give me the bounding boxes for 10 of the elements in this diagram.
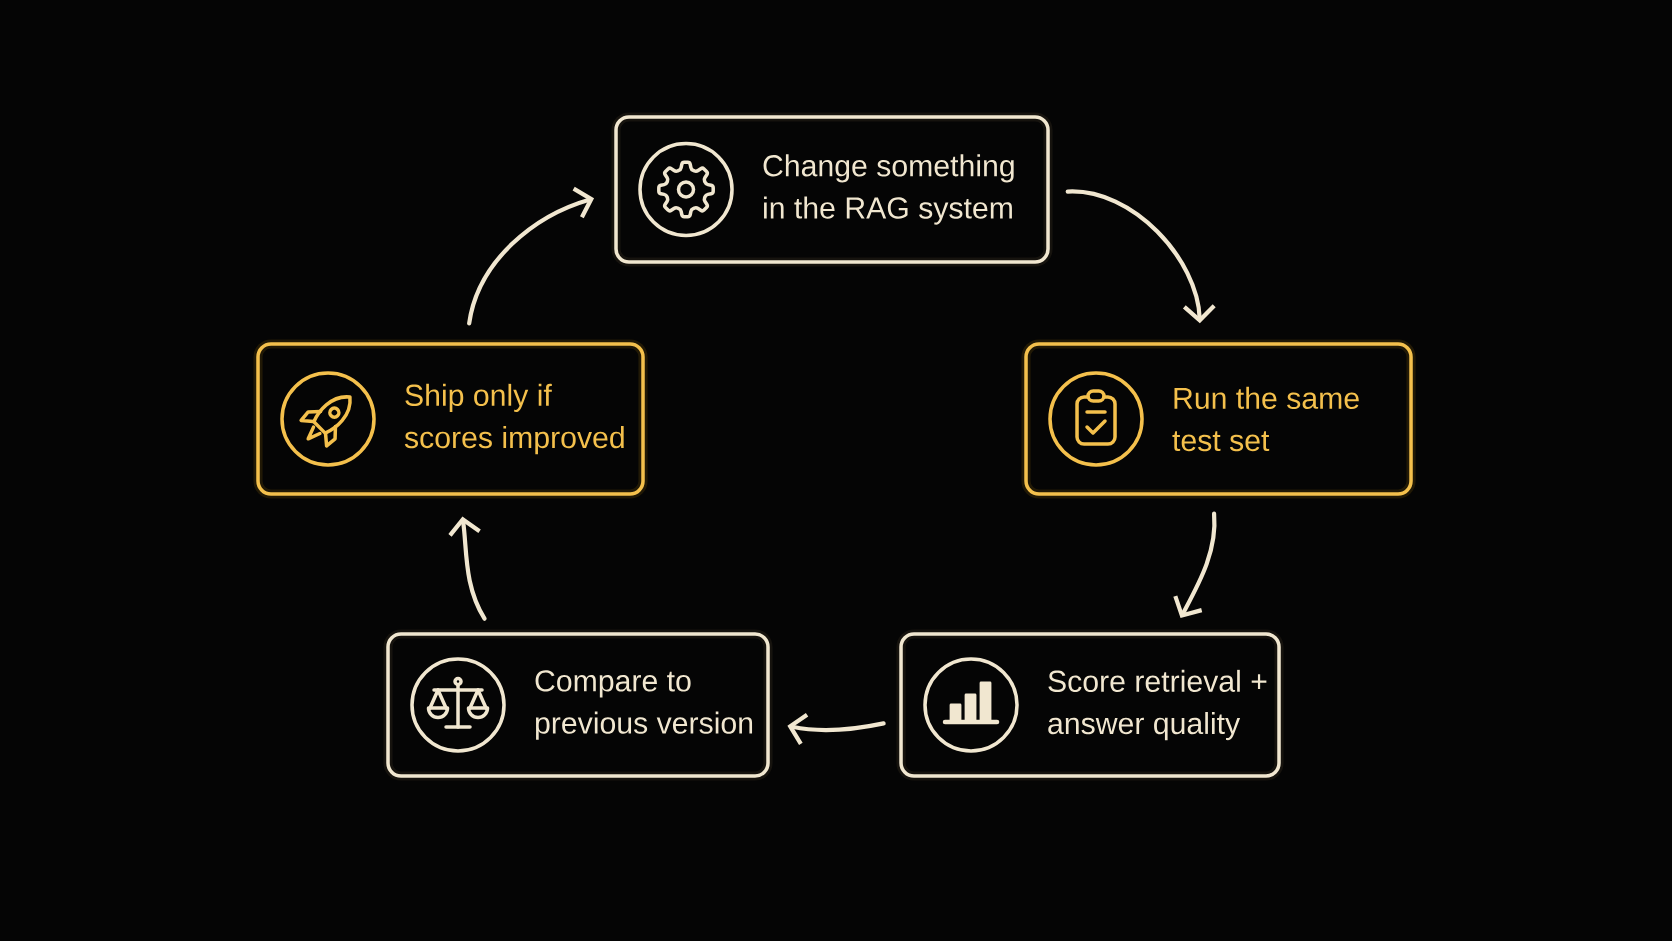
arrow [467, 186, 595, 326]
process-box: Change something in the RAG system [611, 112, 1053, 267]
process-box: Compare to previous version [383, 629, 773, 781]
arrow [1173, 511, 1217, 619]
process-box: Run the same test set [1021, 339, 1416, 499]
process-box: Ship only if scores improved [253, 339, 648, 499]
arrow [1065, 189, 1216, 324]
arrow [787, 712, 886, 745]
process-box: Score retrieval + answer quality [896, 629, 1284, 781]
arrow [448, 516, 487, 621]
